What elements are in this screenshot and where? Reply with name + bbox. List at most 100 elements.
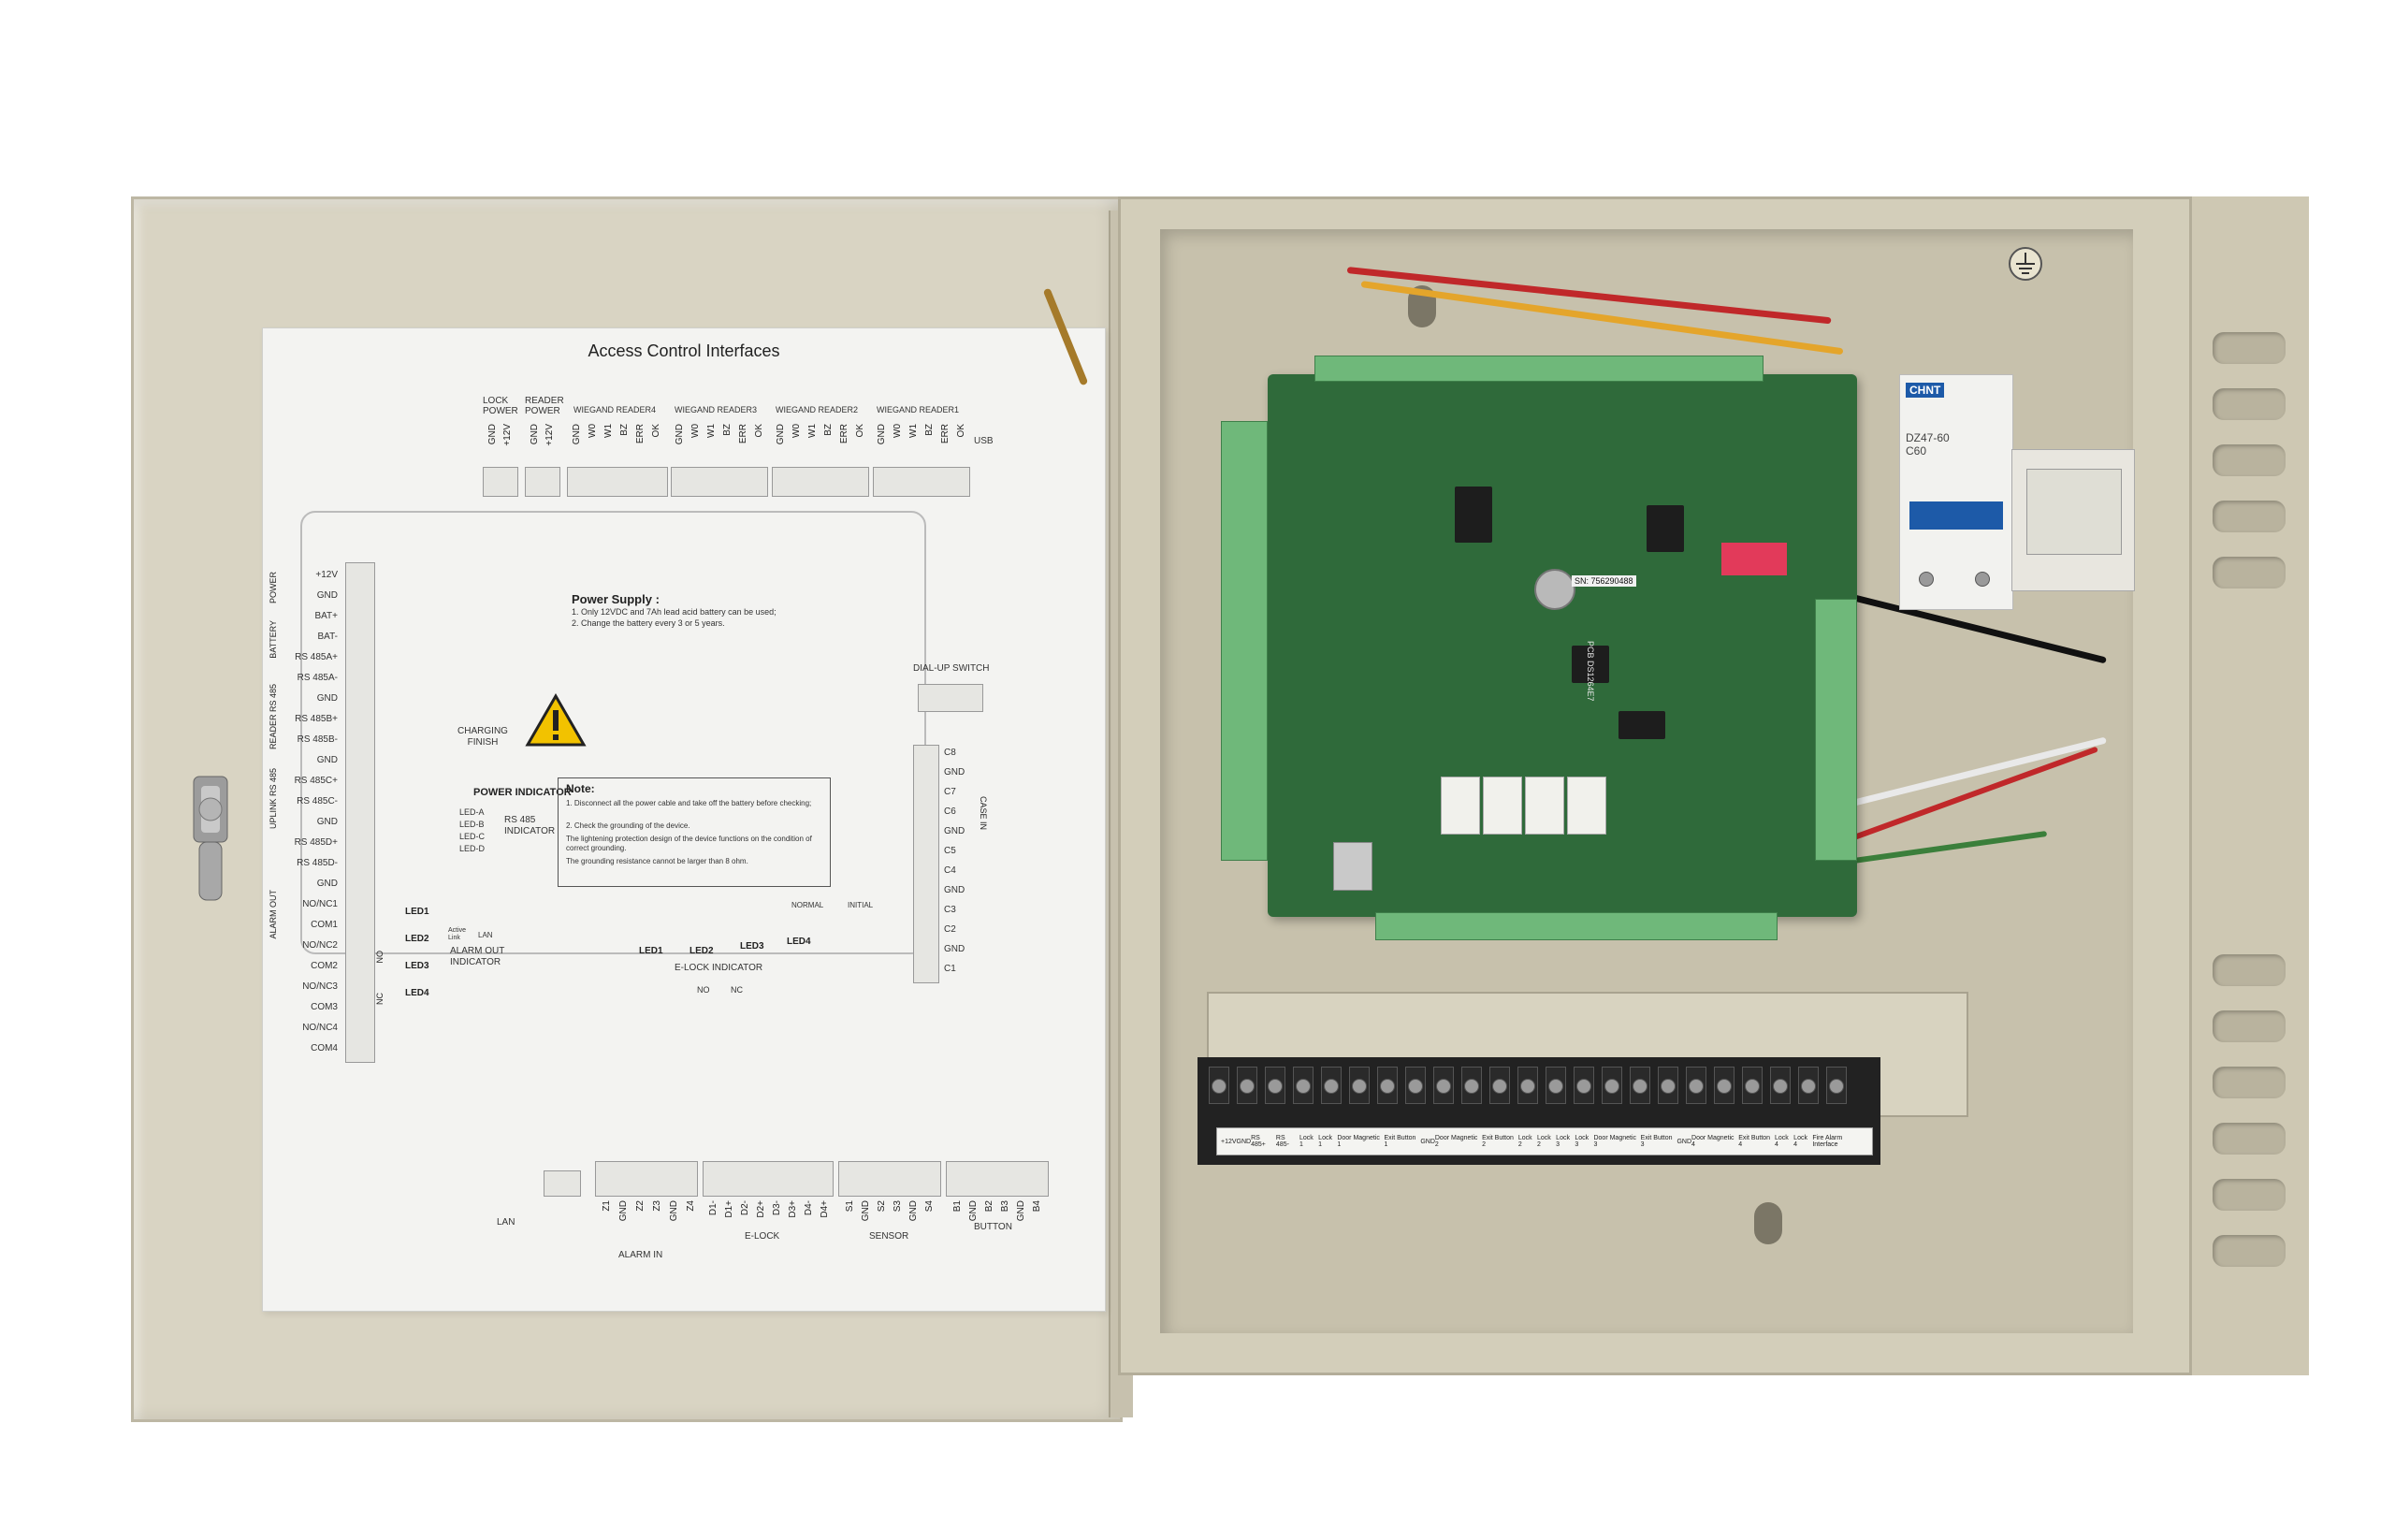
strip-terminal[interactable] [1405,1067,1426,1104]
top-pin: ERR [635,424,646,444]
dial-switch-drawing [918,684,983,712]
power-supply-line: 2. Change the battery every 3 or 5 years… [572,618,725,628]
sensor-label: SENSOR [869,1231,909,1242]
right-terminal-drawing [913,745,939,983]
bottom-pin: B2 [984,1200,994,1213]
strip-terminal[interactable] [1574,1067,1594,1104]
bottom-pin: S4 [924,1200,935,1213]
bottom-pin: B4 [1032,1200,1042,1213]
left-pin: GND [316,879,338,889]
bottom-pin: Z4 [686,1200,696,1212]
dip-switch[interactable] [1721,543,1787,575]
right-pin: C1 [944,964,956,974]
warning-icon [525,693,587,747]
strip-label: GND [1420,1138,1435,1145]
terminal-block-drawing [703,1161,834,1197]
pcb-left-terminals[interactable] [1221,421,1268,861]
strip-terminal[interactable] [1798,1067,1819,1104]
alarm-led: LED1 [405,907,429,917]
terminal-block-drawing [595,1161,698,1197]
strip-terminal[interactable] [1433,1067,1454,1104]
bottom-pin: D1- [708,1200,718,1216]
elock-led: LED4 [787,937,811,947]
strip-label: Lock 2 [1517,1135,1532,1148]
strip-terminal[interactable] [1461,1067,1482,1104]
terminal-block-drawing [567,467,668,497]
strip-terminal[interactable] [1293,1067,1314,1104]
left-pin: BAT- [317,632,338,642]
pcb-mcu-chip [1572,646,1609,683]
no-label: NO [697,985,710,995]
pcb-bottom-terminals[interactable] [1375,912,1778,940]
bottom-pin: D4+ [820,1200,830,1218]
right-pin: GND [944,885,965,895]
e-lock-label: E-LOCK [745,1231,780,1242]
strip-terminal[interactable] [1546,1067,1566,1104]
vent-slot [2213,388,2286,420]
breaker-model: DZ47-60 [1906,431,1950,444]
terminal-block-drawing [483,467,518,497]
left-pin: GND [316,755,338,765]
left-pin: RS 485D+ [294,837,338,848]
top-pin: GND [572,424,582,445]
screw-icon [1324,1079,1339,1094]
note-box: Note: 1. Disconnect all the power cable … [558,777,831,887]
screw-icon [1801,1079,1816,1094]
right-pin: C4 [944,865,956,876]
top-pin: W1 [706,424,717,438]
wiring-diagram-sheet: Access Control Interfaces LOCK POWER REA… [262,327,1106,1312]
vent-slot [2213,1067,2286,1098]
strip-terminal[interactable] [1517,1067,1538,1104]
left-pin: NO/NC3 [302,981,338,992]
strip-terminal[interactable] [1321,1067,1342,1104]
elock-led: LED1 [639,946,663,956]
strip-label: Lock 1 [1299,1135,1314,1148]
bottom-pin: GND [669,1200,679,1222]
strip-terminal[interactable] [1686,1067,1706,1104]
pcb-top-terminals[interactable] [1314,356,1764,382]
strip-terminal[interactable] [1489,1067,1510,1104]
rs485-led: LED-A [459,807,485,817]
strip-terminal[interactable] [1349,1067,1370,1104]
right-pin: C2 [944,924,956,935]
strip-terminal[interactable] [1265,1067,1285,1104]
pcb-right-terminals[interactable] [1815,599,1857,861]
right-pin: GND [944,944,965,954]
left-pin: COM4 [311,1043,338,1053]
strip-terminal[interactable] [1826,1067,1847,1104]
top-pin: BZ [924,424,935,436]
strip-terminal[interactable] [1658,1067,1678,1104]
strip-label: Exit Button 4 [1738,1135,1771,1148]
strip-label: RS 485+ [1251,1135,1266,1148]
power-relay [2011,449,2135,591]
bottom-pin: GND [1016,1200,1026,1222]
left-pin: BAT+ [314,611,338,621]
lan-port-drawing [544,1170,581,1197]
strip-label: Lock 2 [1537,1135,1551,1148]
strip-terminal[interactable] [1770,1067,1791,1104]
top-pin: OK [855,424,865,438]
top-pin: ERR [839,424,849,444]
strip-terminal[interactable] [1377,1067,1398,1104]
breaker-toggle[interactable] [1909,501,2003,530]
alarm-led: LED3 [405,961,429,971]
strip-terminal[interactable] [1630,1067,1650,1104]
screw-icon [1661,1079,1676,1094]
screw-icon [1492,1079,1507,1094]
strip-terminal[interactable] [1209,1067,1229,1104]
strip-label: Fire Alarm Interface [1812,1135,1843,1148]
left-pin: GND [316,590,338,601]
strip-terminal[interactable] [1714,1067,1735,1104]
left-pin: COM1 [311,920,338,930]
strip-terminal[interactable] [1742,1067,1763,1104]
top-pin: W1 [908,424,919,438]
screw-icon [1436,1079,1451,1094]
circuit-breaker[interactable]: CHNT DZ47-60 C60 [1899,374,2013,610]
ground-icon [2009,247,2042,281]
door-lock-icon[interactable] [182,767,248,908]
strip-terminal[interactable] [1602,1067,1622,1104]
strip-terminal[interactable] [1237,1067,1257,1104]
vent-slot [2213,501,2286,532]
strip-label: Lock 4 [1793,1135,1807,1148]
lan-port[interactable] [1333,842,1372,891]
